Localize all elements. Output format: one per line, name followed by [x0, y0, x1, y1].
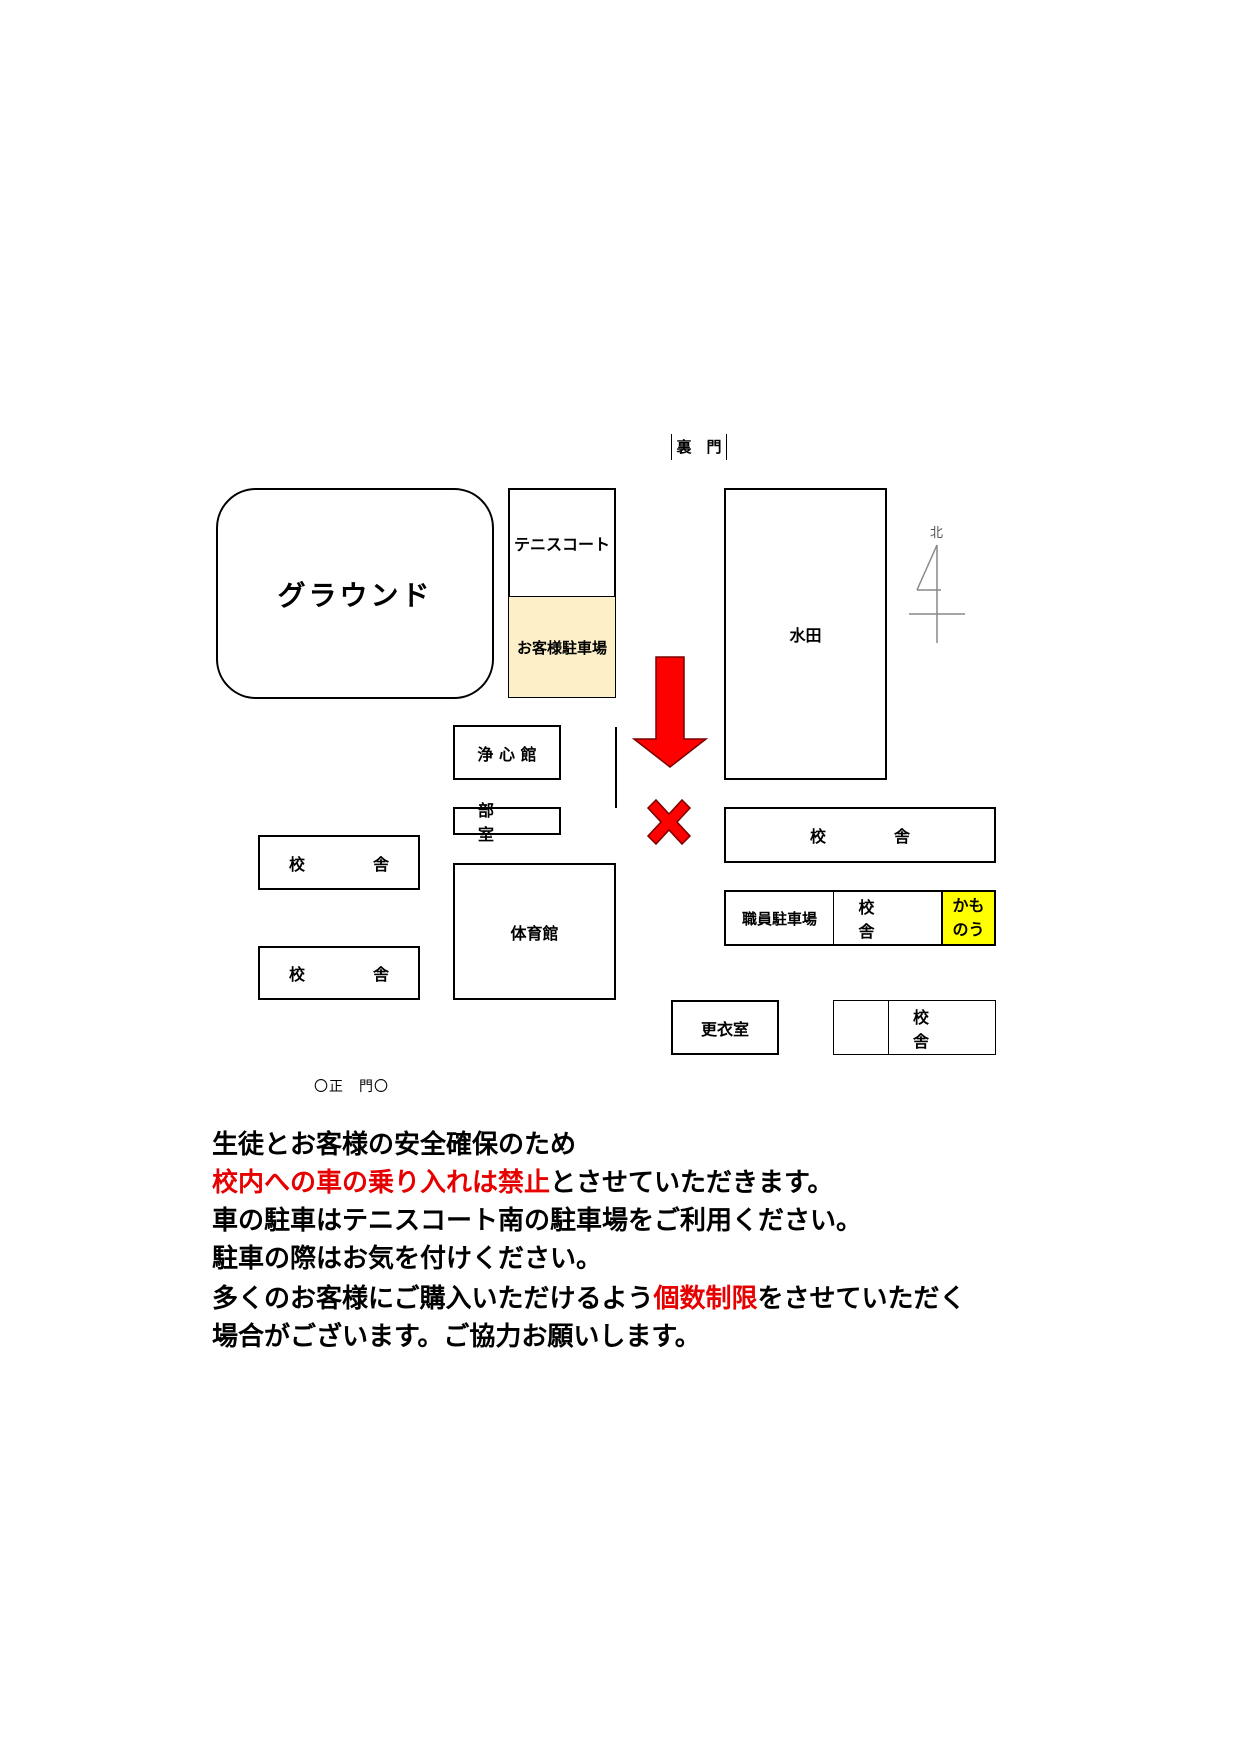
entry-arrow-icon [631, 656, 709, 768]
shop-label-line1: かも [952, 896, 985, 915]
staff-parking: 職員駐車場 [724, 890, 834, 946]
notice-line-2-rest: とさせていただきます。 [550, 1168, 834, 1198]
main-gate: 〇正 門〇 [314, 1079, 389, 1095]
tennis-court: テニスコート [508, 488, 616, 598]
guest-parking: お客様駐車場 [508, 596, 616, 698]
shop-label-line2: のう [952, 920, 985, 939]
kamonou-shop: かも のう [941, 890, 996, 946]
quantity-limit-warning: 個数制限 [653, 1284, 758, 1314]
joshinkan: 浄 心 館 [453, 725, 561, 780]
club-room: 部 室 [453, 801, 561, 844]
locker-room: 更衣室 [671, 1000, 779, 1055]
school-building: 校 舎 [258, 946, 420, 1000]
notice-line-1: 生徒とお客様の安全確保のため [212, 1130, 577, 1160]
notice-line-2: 校内への車の乗り入れは禁止とさせていただきます。 [212, 1162, 833, 1199]
back-gate: 裏 門 [671, 434, 727, 460]
gym: 体育館 [453, 863, 616, 1000]
ground: グラウンド [216, 488, 494, 699]
notice-line-5: 多くのお客様にご購入いただけるよう個数制限をさせていただく [212, 1278, 966, 1315]
school-building: 校 舎 [724, 807, 996, 863]
annex-building [833, 1000, 889, 1055]
school-building: 校 舎 [833, 890, 942, 946]
notice-line-5-a: 多くのお客様にご購入いただけるよう [212, 1284, 654, 1314]
north-arrow-icon [909, 544, 965, 643]
notice-line-4: 駐車の際はお気を付けください。 [212, 1244, 603, 1274]
road-line [615, 727, 617, 808]
school-building: 校 舎 [258, 835, 420, 890]
no-entry-x-icon [646, 798, 692, 846]
rice-field: 水田 [724, 488, 887, 780]
school-building: 校 舎 [888, 1000, 996, 1055]
notice-line-6: 場合がございます。ご協力お願いします。 [212, 1322, 701, 1352]
no-entry-warning: 校内への車の乗り入れは禁止 [212, 1168, 551, 1198]
notice-line-5-b: をさせていただく [757, 1284, 966, 1314]
north-label: 北 [930, 526, 944, 541]
notice-line-3: 車の駐車はテニスコート南の駐車場をご利用ください。 [212, 1206, 863, 1236]
